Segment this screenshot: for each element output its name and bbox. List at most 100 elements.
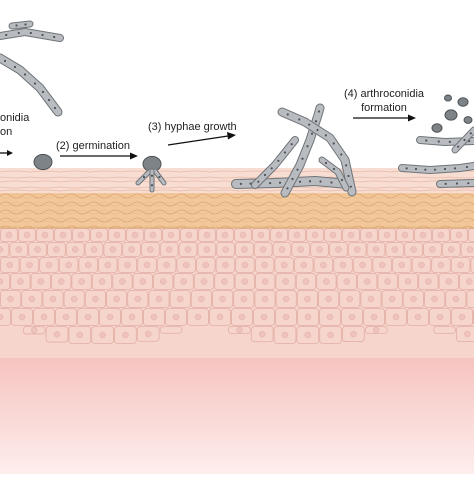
cell-nucleus [335,247,341,253]
cell-nucleus [347,296,353,302]
cell-nucleus [63,314,69,320]
cell-nucleus [402,232,408,238]
cell-nucleus [242,262,248,268]
arrow-step2 [60,153,138,160]
cell-nucleus [164,262,170,268]
arthroconidium [458,98,468,107]
cell-nucleus [242,279,248,285]
cell-nucleus [85,314,91,320]
cell-nucleus [72,247,78,253]
cell-nucleus [415,314,421,320]
cell-nucleus [328,332,334,338]
cell-nucleus [220,296,226,302]
cell-nucleus [185,247,191,253]
cell-nucleus [96,232,102,238]
cell-nucleus [283,296,289,302]
epidermal-cell [434,327,456,334]
cell-nucleus [384,232,390,238]
cell-nucleus [373,327,379,333]
cell-nucleus [240,232,246,238]
cell-nucleus [160,279,166,285]
cell-nucleus [459,314,465,320]
hypha-arthro-2 [402,166,474,171]
cell-nucleus [119,279,125,285]
cell-nucleus [410,296,416,302]
cell-nucleus [166,247,172,253]
conidium-adhesion [34,154,52,169]
cell-nucleus [71,296,77,302]
cell-nucleus [204,232,210,238]
cell-nucleus [135,296,141,302]
arrow-step4 [353,115,416,122]
cell-nucleus [239,314,245,320]
cell-nucleus [373,247,379,253]
cell-nucleus [364,279,370,285]
epidermal-cell [467,291,474,308]
cell-nucleus [241,296,247,302]
cell-nucleus [78,232,84,238]
cell-nucleus [371,314,377,320]
step1-label-line1: onidia [0,112,29,125]
cell-nucleus [168,232,174,238]
cell-nucleus [283,314,289,320]
cell-nucleus [349,314,355,320]
cell-nucleus [466,279,472,285]
cell-nucleus [54,331,60,337]
cell-nucleus [177,296,183,302]
cell-nucleus [305,332,311,338]
cell-nucleus [110,247,116,253]
cell-nucleus [6,232,12,238]
cell-nucleus [366,232,372,238]
cell-nucleus [425,279,431,285]
cell-nucleus [91,247,97,253]
cell-nucleus [222,232,228,238]
cell-nucleus [323,279,329,285]
cell-nucleus [7,262,13,268]
hypha-arthro-4 [440,182,474,185]
cell-nucleus [354,247,360,253]
cell-nucleus [368,296,374,302]
cell-nucleus [448,247,454,253]
cell-nucleus [132,232,138,238]
cell-nucleus [327,314,333,320]
cell-nucleus [105,262,111,268]
cell-nucleus [317,247,323,253]
cell-nucleus [147,247,153,253]
cell-nucleus [330,232,336,238]
cell-nucleus [279,247,285,253]
epidermal-cell [469,229,474,242]
cell-nucleus [294,232,300,238]
cell-nucleus [236,327,242,333]
cell-nucleus [456,232,462,238]
cell-nucleus [129,247,135,253]
cell-nucleus [326,296,332,302]
cell-nucleus [19,314,25,320]
cell-nucleus [144,262,150,268]
cell-nucleus [437,314,443,320]
cell-nucleus [107,314,113,320]
cell-nucleus [241,247,247,253]
cell-nucleus [31,327,37,333]
cell-nucleus [114,296,120,302]
cell-nucleus [92,296,98,302]
cell-nucleus [262,296,268,302]
cell-nucleus [399,262,405,268]
cell-nucleus [258,232,264,238]
cell-nucleus [438,232,444,238]
cell-nucleus [446,279,452,285]
cell-nucleus [344,279,350,285]
cell-nucleus [379,262,385,268]
cell-nucleus [259,331,265,337]
cell-nucleus [222,262,228,268]
cell-nucleus [305,314,311,320]
epidermal-cell [160,327,182,334]
cell-nucleus [458,262,464,268]
cell-nucleus [418,262,424,268]
cell-nucleus [145,331,151,337]
cell-nucleus [129,314,135,320]
cell-nucleus [350,331,356,337]
cell-nucleus [150,232,156,238]
arthroconidium [432,124,442,133]
cell-nucleus [46,262,52,268]
